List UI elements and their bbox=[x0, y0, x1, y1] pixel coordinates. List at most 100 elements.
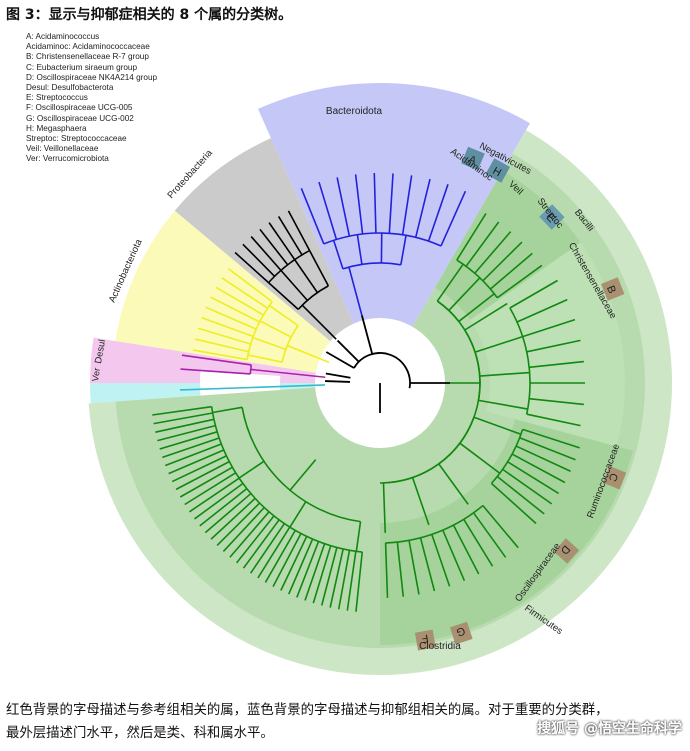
figure-caption: 红色背景的字母描述与参考组相关的属，蓝色背景的字母描述与抑郁组相关的属。对于重要… bbox=[6, 699, 686, 745]
tree-branch bbox=[464, 329, 481, 401]
desul-sector bbox=[90, 337, 380, 383]
label-bacteroidota: Bacteroidota bbox=[326, 106, 383, 117]
tree-branch bbox=[215, 286, 264, 316]
tree-branch bbox=[221, 277, 269, 309]
tree-branch bbox=[216, 502, 261, 546]
tree-branch bbox=[189, 477, 240, 513]
tree-branch bbox=[210, 406, 363, 553]
tree-branch bbox=[246, 301, 273, 360]
tree-branch bbox=[478, 399, 528, 410]
genus-marker-box bbox=[485, 158, 511, 183]
genus-marker-letter: C bbox=[606, 471, 620, 483]
tree-branch bbox=[238, 460, 265, 479]
tree-branch bbox=[529, 360, 584, 369]
tree-branch bbox=[153, 412, 213, 425]
genus-marker-a: A bbox=[461, 146, 485, 171]
tree-branch bbox=[411, 477, 430, 526]
legend-entry: D: Oscillospiraceae NK4A214 group bbox=[26, 72, 158, 82]
tree-branch bbox=[192, 349, 248, 361]
tree-branch bbox=[474, 335, 523, 353]
tree-branch bbox=[297, 285, 329, 310]
tree-branch bbox=[277, 216, 303, 256]
tree-branch bbox=[181, 354, 252, 366]
tree-branch bbox=[408, 540, 420, 595]
tree-branch bbox=[318, 181, 338, 240]
tree-branch bbox=[312, 545, 332, 604]
tree-branch bbox=[294, 259, 319, 293]
tree-branch bbox=[400, 235, 407, 265]
tree-branch bbox=[308, 250, 330, 287]
tree-branch bbox=[157, 424, 216, 442]
tree-branch bbox=[456, 259, 498, 299]
tree-branch bbox=[502, 468, 553, 505]
tree-branch bbox=[210, 296, 260, 323]
genus-marker-d: D bbox=[553, 538, 580, 564]
tree-branch bbox=[259, 320, 292, 338]
tree-branch bbox=[526, 339, 581, 353]
tree-branch bbox=[235, 515, 275, 564]
tree-branch bbox=[464, 302, 508, 331]
label-desul: Desul bbox=[93, 339, 108, 365]
legend-entry: H: Megasphaera bbox=[26, 123, 87, 133]
tree-branch bbox=[427, 184, 449, 242]
legend-entry: Ver: Verrucomicrobiota bbox=[26, 154, 109, 164]
tree-branch bbox=[325, 380, 351, 383]
tree-branch bbox=[490, 429, 524, 484]
tree-branch bbox=[227, 268, 273, 303]
tree-branch bbox=[197, 327, 251, 345]
genus-marker-box bbox=[601, 277, 625, 301]
tree-branch bbox=[171, 455, 227, 483]
actinobacteriota-sector bbox=[115, 210, 380, 383]
tree-branch bbox=[496, 475, 545, 515]
tree-branch bbox=[199, 487, 248, 527]
tree-branch bbox=[194, 338, 249, 353]
legend-entry: C: Eubacterium siraeum group bbox=[26, 62, 138, 72]
tree-branch bbox=[522, 318, 576, 338]
tree-branch bbox=[280, 536, 308, 591]
genus-marker-box bbox=[449, 621, 473, 645]
tree-branch bbox=[361, 315, 374, 355]
tree-branch bbox=[201, 316, 254, 338]
watermark-text: @悟空生命科学 bbox=[584, 721, 682, 737]
legend-entry: Veil: Veillonellaceae bbox=[26, 144, 99, 154]
caption-line-2: 最外层描述门水平，然后是类、科和属水平。 bbox=[6, 726, 274, 741]
watermark: 搜狐号 @悟空生命科学 bbox=[537, 718, 682, 738]
tree-branch bbox=[180, 384, 326, 391]
watermark-prefix: 搜狐号 bbox=[537, 721, 580, 737]
tree-branch bbox=[356, 234, 363, 265]
tree-branch bbox=[353, 352, 411, 389]
legend-entry: G: Oscillospiraceae UCG-002 bbox=[26, 113, 134, 123]
bacilli-sector bbox=[470, 242, 625, 447]
tree-branch bbox=[155, 418, 215, 433]
tree-branch bbox=[354, 174, 364, 235]
tree-branch bbox=[323, 232, 442, 247]
genus-marker-b: B bbox=[601, 277, 625, 301]
proteobacteria-sector bbox=[174, 138, 380, 383]
legend-entry: A: Acidaminococcus bbox=[26, 32, 100, 41]
legend-entry: Acidaminoc: Acidaminococcaceae bbox=[26, 42, 150, 52]
tree-branch bbox=[396, 541, 405, 597]
tree-branch bbox=[234, 251, 270, 284]
tree-branch bbox=[267, 282, 299, 310]
tree-branch bbox=[212, 406, 243, 414]
genus-marker-letter: G bbox=[455, 624, 467, 638]
tree-branch bbox=[336, 177, 351, 237]
tree-branch bbox=[272, 533, 302, 587]
tree-branch bbox=[388, 173, 394, 234]
tree-branch bbox=[458, 293, 495, 323]
tree-branch bbox=[249, 523, 286, 574]
genus-marker-g: G bbox=[449, 621, 473, 645]
tree-branch bbox=[373, 173, 377, 234]
tree-branch bbox=[301, 304, 337, 340]
tree-branch bbox=[152, 405, 212, 416]
tree-branch bbox=[320, 547, 338, 606]
tree-branch bbox=[184, 472, 237, 506]
label-ver: Ver bbox=[90, 367, 102, 382]
tree-branch bbox=[452, 524, 480, 575]
tree-branch bbox=[519, 437, 576, 461]
tree-branch bbox=[159, 431, 218, 450]
tree-branch bbox=[348, 266, 363, 316]
legend-entry: Streptoc: Streptococcaceae bbox=[26, 134, 127, 144]
genus-marker-box bbox=[602, 466, 627, 490]
